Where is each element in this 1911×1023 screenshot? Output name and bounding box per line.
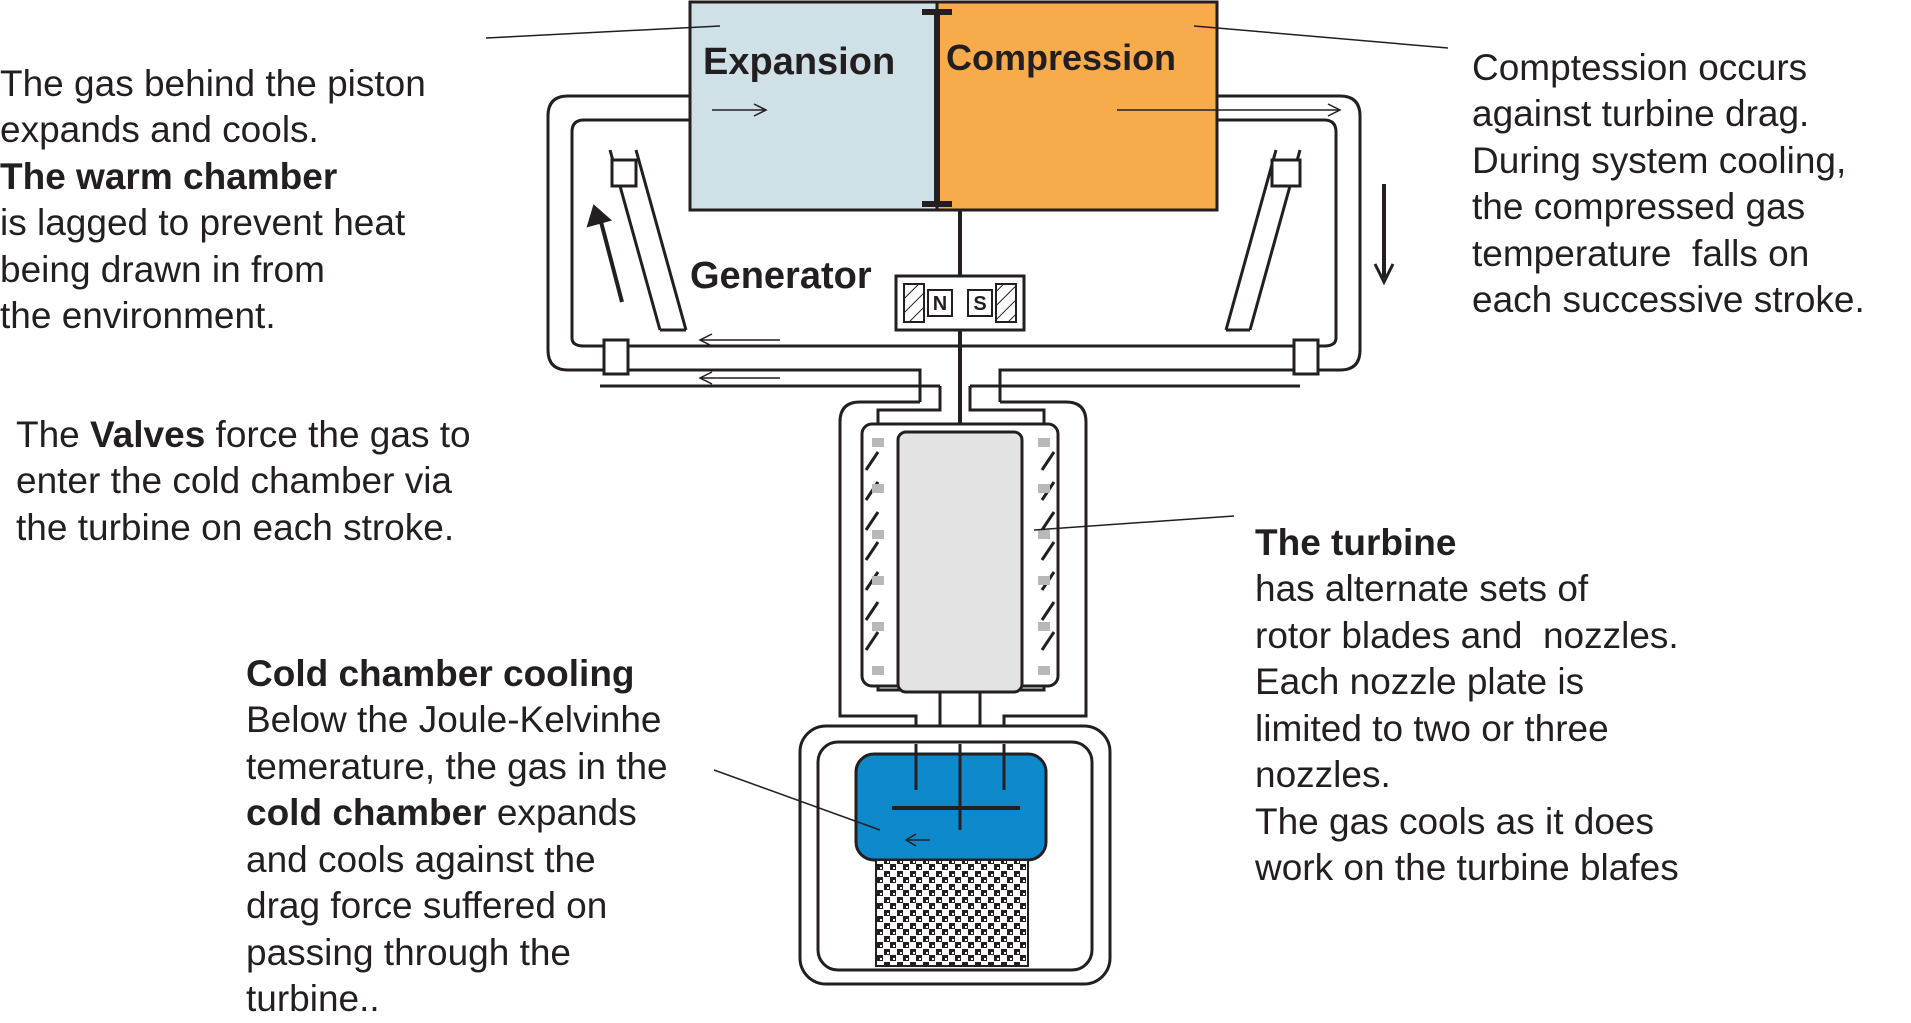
- turbine-note: The turbine has alternate sets of rotor …: [1255, 521, 1679, 889]
- compression-chamber: [935, 0, 1219, 212]
- turbine: [860, 422, 1060, 694]
- compression-label: Compression: [946, 37, 1177, 78]
- warm-chamber-note: The gas behind the piston expands and co…: [0, 62, 426, 337]
- expansion-label: Expansion: [703, 41, 896, 83]
- regenerator-matrix: [875, 859, 1029, 967]
- leader-lines: [485, 25, 1449, 831]
- valves: [602, 158, 1320, 376]
- flow-arrows: [586, 103, 1395, 385]
- cold-chamber: [798, 724, 1112, 986]
- cold-chamber-note: Cold chamber cooling Below the Joule-Kel…: [246, 652, 668, 1020]
- magnet-s-label: S: [973, 293, 986, 315]
- turbine-core: [896, 430, 1024, 694]
- magnet-n-label: N: [933, 293, 947, 315]
- generator-label: Generator: [690, 255, 872, 297]
- generator: N S: [894, 274, 1026, 332]
- stirling-turbine-diagram: N S: [485, 0, 1449, 986]
- compression-note: Comptession occurs against turbine drag.…: [1472, 46, 1865, 321]
- valves-note: The Valves force the gas to enter the co…: [16, 413, 471, 548]
- expansion-chamber: [688, 0, 939, 212]
- magnet-n: [927, 289, 953, 317]
- magnet-s: [967, 289, 993, 317]
